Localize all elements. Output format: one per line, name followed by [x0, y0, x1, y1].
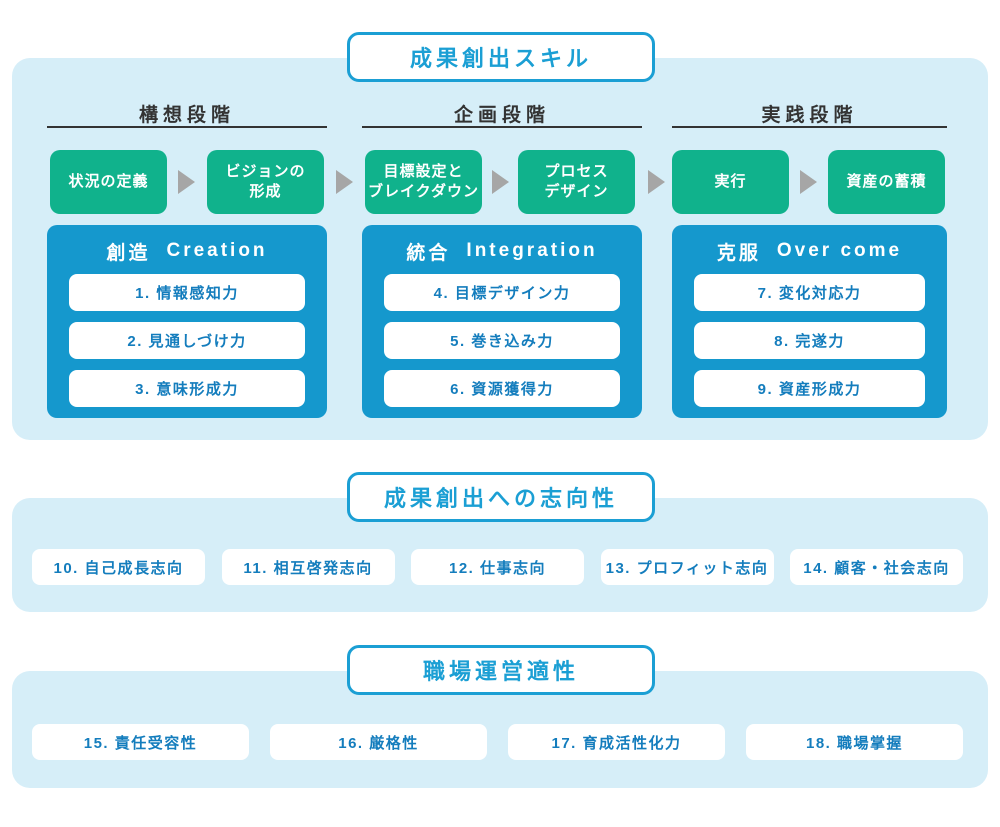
group-heading: 克服 Over come: [672, 228, 947, 274]
orientation-item: 10. 自己成長志向: [32, 549, 205, 585]
group-heading-en: Creation: [166, 240, 268, 261]
competency-group-creation: 創造 Creation 1. 情報感知力 2. 見通しづけ力 3. 意味形成力: [47, 225, 327, 418]
workplace-items-row: 15. 責任受容性 16. 厳格性 17. 育成活性化力 18. 職場掌握: [32, 724, 963, 760]
competency-group-integration: 統合 Integration 4. 目標デザイン力 5. 巻き込み力 6. 資源…: [362, 225, 642, 418]
process-step: 目標設定と ブレイクダウン: [365, 150, 482, 214]
skill-item: 1. 情報感知力: [69, 274, 305, 311]
skill-item: 3. 意味形成力: [69, 370, 305, 407]
skills-panel: 構想段階 企画段階 実践段階 状況の定義 ビジョンの 形成 目標設定と ブレイク…: [12, 58, 988, 440]
skill-item: 5. 巻き込み力: [384, 322, 620, 359]
arrow-right-icon: [800, 170, 817, 194]
group-heading-jp: 克服: [716, 242, 761, 264]
workplace-item: 18. 職場掌握: [746, 724, 963, 760]
orientation-items-row: 10. 自己成長志向 11. 相互啓発志向 12. 仕事志向 13. プロフィッ…: [32, 549, 963, 585]
stage-header-concept: 構想段階: [47, 100, 327, 128]
process-step: プロセス デザイン: [518, 150, 635, 214]
orientation-item: 12. 仕事志向: [411, 549, 584, 585]
arrow-right-icon: [492, 170, 509, 194]
group-heading-en: Over come: [776, 240, 903, 261]
group-heading-jp: 創造: [106, 242, 151, 264]
skill-item: 8. 完遂力: [694, 322, 925, 359]
process-step: 資産の蓄積: [828, 150, 945, 214]
orientation-item: 11. 相互啓発志向: [221, 549, 395, 585]
workplace-item: 17. 育成活性化力: [508, 724, 725, 760]
arrow-right-icon: [336, 170, 353, 194]
stage-header-practice: 実践段階: [672, 100, 947, 128]
competency-group-overcome: 克服 Over come 7. 変化対応力 8. 完遂力 9. 資産形成力: [672, 225, 947, 418]
process-step: ビジョンの 形成: [207, 150, 324, 214]
group-heading: 統合 Integration: [362, 228, 642, 274]
process-step: 状況の定義: [50, 150, 167, 214]
section-title-skills: 成果創出スキル: [347, 32, 655, 82]
group-heading-en: Integration: [466, 240, 598, 261]
skill-item: 9. 資産形成力: [694, 370, 925, 407]
orientation-item: 14. 顧客・社会志向: [790, 549, 963, 585]
arrow-right-icon: [648, 170, 665, 194]
skill-item: 2. 見通しづけ力: [69, 322, 305, 359]
process-step: 実行: [672, 150, 789, 214]
arrow-right-icon: [178, 170, 195, 194]
workplace-item: 15. 責任受容性: [32, 724, 249, 760]
group-heading: 創造 Creation: [47, 228, 327, 274]
stage-header-planning: 企画段階: [362, 100, 642, 128]
workplace-item: 16. 厳格性: [270, 724, 487, 760]
orientation-item: 13. プロフィット志向: [600, 549, 774, 585]
group-heading-jp: 統合: [406, 242, 451, 264]
skill-item: 7. 変化対応力: [694, 274, 925, 311]
skill-item: 6. 資源獲得力: [384, 370, 620, 407]
skill-item: 4. 目標デザイン力: [384, 274, 620, 311]
section-title-workplace: 職場運営適性: [347, 645, 655, 695]
section-title-orientation: 成果創出への志向性: [347, 472, 655, 522]
